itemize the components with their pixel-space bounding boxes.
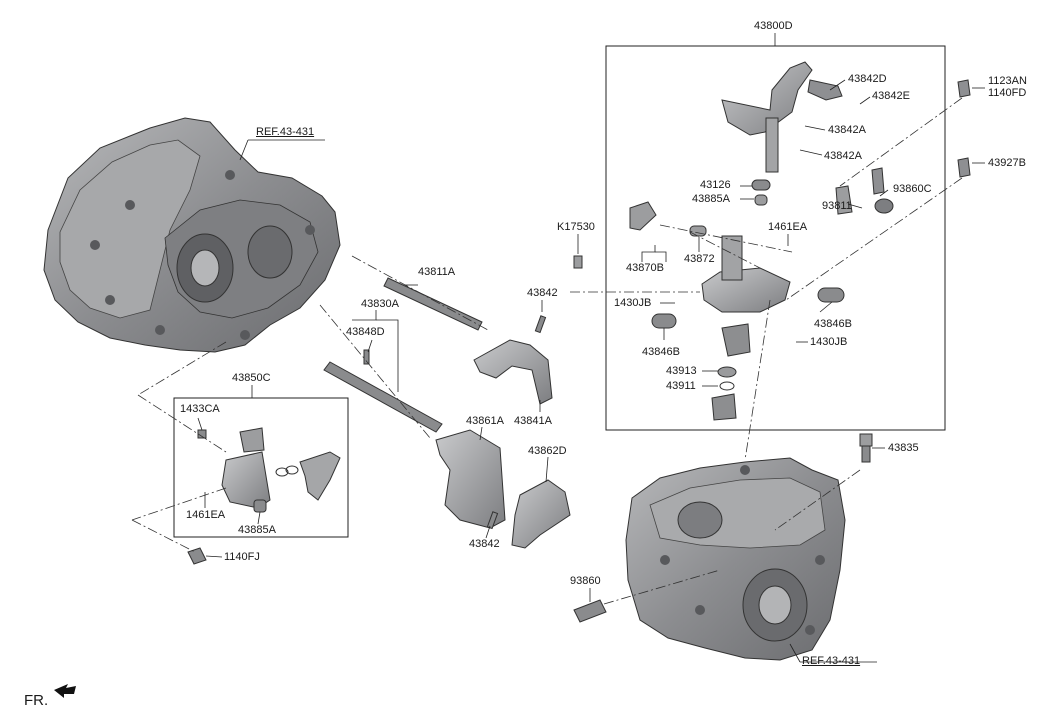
- shift-rails: [323, 277, 483, 433]
- label-43842-bottom[interactable]: 43842: [469, 538, 500, 550]
- label-1461EA-bottom[interactable]: 1461EA: [186, 509, 226, 521]
- label-43862D[interactable]: 43862D: [528, 445, 567, 457]
- label-43835[interactable]: 43835: [888, 442, 919, 454]
- label-43842A-lower[interactable]: 43842A: [824, 150, 862, 162]
- label-43885A-bottom[interactable]: 43885A: [238, 524, 276, 536]
- label-43872[interactable]: 43872: [684, 253, 715, 265]
- label-1140FJ[interactable]: 1140FJ: [224, 551, 260, 563]
- label-43911[interactable]: 43911: [666, 380, 696, 392]
- assembly-lines: [131, 97, 963, 605]
- assembly-box-43850C: [173, 397, 349, 538]
- label-43842-top[interactable]: 43842: [527, 287, 558, 299]
- label-43842A-upper[interactable]: 43842A: [828, 124, 866, 136]
- shift-bracket-parts: [197, 427, 341, 513]
- front-direction-arrow: [54, 684, 76, 698]
- label-43811A[interactable]: 43811A: [418, 266, 456, 278]
- transmission-housing-left: [43, 117, 341, 353]
- label-43850C[interactable]: 43850C: [232, 372, 271, 384]
- label-43846B-left[interactable]: 43846B: [642, 346, 680, 358]
- label-1461EA-top[interactable]: 1461EA: [768, 221, 808, 233]
- label-43885A-top[interactable]: 43885A: [692, 193, 730, 205]
- label-43861A[interactable]: 43861A: [466, 415, 504, 427]
- fasteners: [187, 79, 971, 623]
- shift-forks: [435, 339, 571, 549]
- label-43842D[interactable]: 43842D: [848, 73, 887, 85]
- label-1430JB-right[interactable]: 1430JB: [810, 336, 848, 348]
- leader-lines: [197, 33, 985, 663]
- label-43870B[interactable]: 43870B: [626, 262, 664, 274]
- label-1140FD[interactable]: 1140FD: [988, 87, 1027, 99]
- label-1433CA[interactable]: 1433CA: [180, 403, 220, 415]
- label-93860C[interactable]: 93860C: [893, 183, 932, 195]
- label-ref-top[interactable]: REF.43-431: [256, 126, 315, 138]
- label-1430JB-left[interactable]: 1430JB: [614, 297, 652, 309]
- label-43126[interactable]: 43126: [700, 179, 731, 191]
- label-43846B-right[interactable]: 43846B: [814, 318, 852, 330]
- label-43830A[interactable]: 43830A: [361, 298, 399, 310]
- transmission-housing-right: [625, 457, 846, 661]
- label-43842E[interactable]: 43842E: [872, 90, 910, 102]
- label-ref-bottom[interactable]: REF.43-431: [802, 655, 861, 667]
- label-43913[interactable]: 43913: [666, 365, 697, 377]
- label-93811[interactable]: 93811: [822, 200, 852, 212]
- label-1123AN[interactable]: 1123AN: [988, 75, 1027, 87]
- label-K17530[interactable]: K17530: [557, 221, 595, 233]
- label-93860[interactable]: 93860: [570, 575, 601, 587]
- shift-lever-assembly: [629, 61, 894, 421]
- label-43848D[interactable]: 43848D: [346, 326, 385, 338]
- assembly-box-43800D: [605, 45, 946, 431]
- label-assembly-43800D[interactable]: 43800D: [754, 20, 793, 32]
- label-43841A[interactable]: 43841A: [514, 415, 552, 427]
- label-43927B[interactable]: 43927B: [988, 157, 1026, 169]
- label-front: FR.: [24, 692, 49, 709]
